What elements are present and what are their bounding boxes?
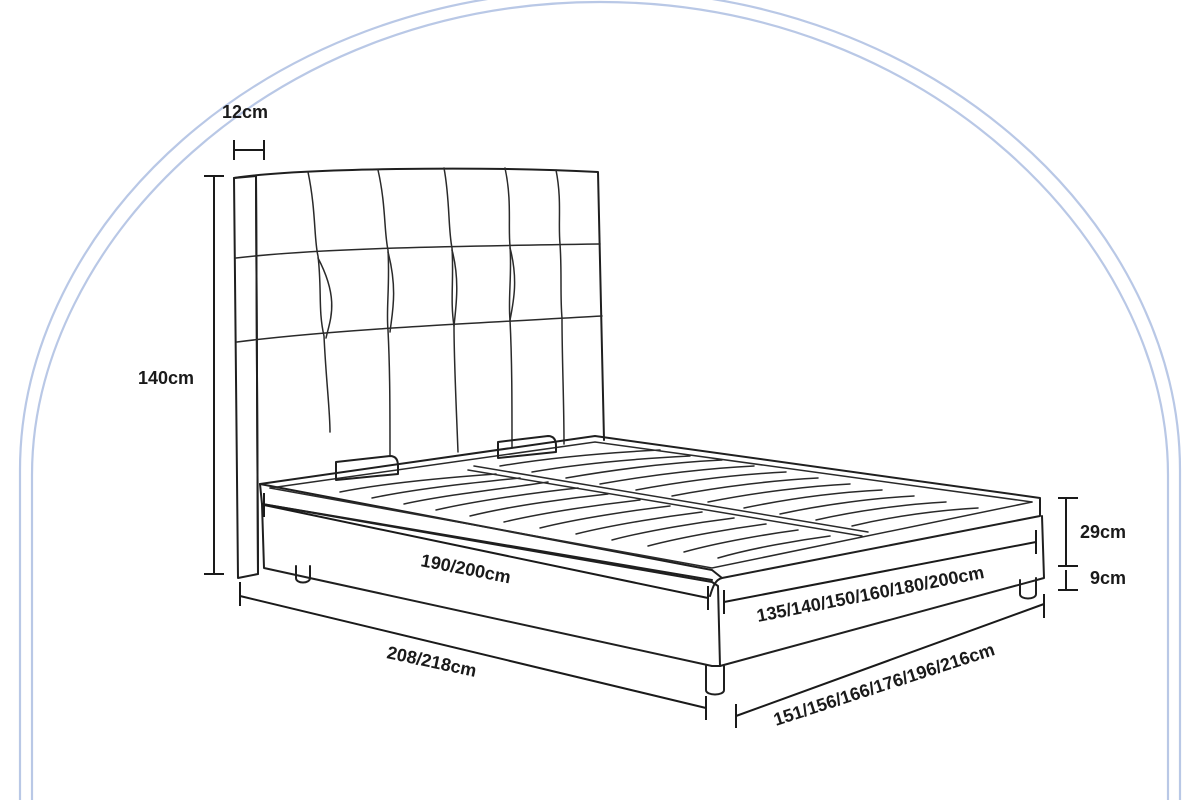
label-headboard-height: 140cm [138,368,194,388]
label-outer-width: 151/156/166/176/196/216cm [771,639,997,729]
label-inner-width: 135/140/150/160/180/200cm [755,562,986,626]
headboard [233,167,605,579]
label-inner-length: 190/200cm [419,550,512,587]
dimension-lines [204,140,1078,728]
bed-legs [295,565,1037,696]
label-frame-height: 29cm [1080,522,1126,542]
label-outer-length: 208/218cm [385,642,478,681]
bed-frame [259,435,1045,667]
label-headboard-thickness: 12cm [222,102,268,122]
label-leg-height: 9cm [1090,568,1126,588]
background-arch [18,0,1182,800]
